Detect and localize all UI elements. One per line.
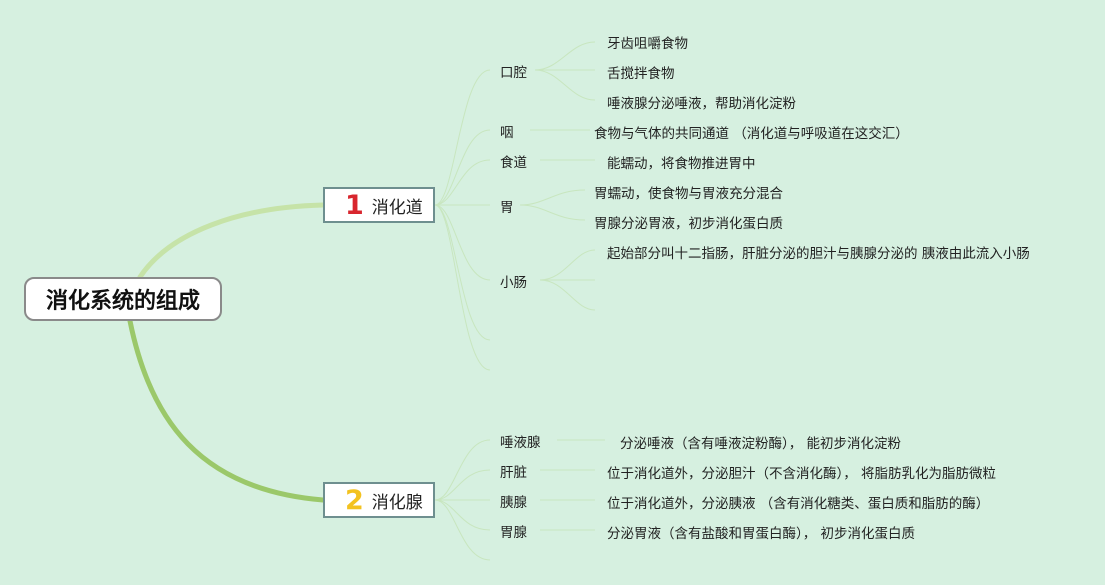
- detail-wei-2[interactable]: 胃腺分泌胃液，初步消化蛋白质: [594, 216, 783, 232]
- connector-b1-empty2: [434, 204, 491, 371]
- branch-label: 消化腺: [371, 492, 423, 513]
- branch-number-badge: 1: [345, 189, 364, 221]
- detail-tuoyexian-1[interactable]: 分泌唾液（含有唾液淀粉酶）， 能初步消化淀粉: [620, 436, 902, 452]
- detail-kouqiang-2[interactable]: 舌搅拌食物: [607, 66, 675, 82]
- connector-b2-weixian: [434, 499, 491, 531]
- connector-kouqiang-3: [534, 69, 596, 101]
- detail-ganzang-1[interactable]: 位于消化道外，分泌胆汁（不含消化酶）， 将脂肪乳化为脂肪微粒: [607, 466, 997, 482]
- detail-kouqiang-1[interactable]: 牙齿咀嚼食物: [607, 36, 688, 52]
- organ-kouqiang[interactable]: 口腔: [500, 65, 527, 81]
- detail-kouqiang-3[interactable]: 唾液腺分泌唾液，帮助消化淀粉: [607, 96, 796, 112]
- organ-weixian[interactable]: 胃腺: [500, 525, 527, 541]
- connector-b1-empty1: [434, 204, 491, 341]
- connector-b1-shidao: [434, 159, 491, 206]
- detail-xiaochang-1[interactable]: 起始部分叫十二指肠，肝脏分泌的胆汁与胰腺分泌的 胰液由此流入小肠: [607, 246, 1030, 262]
- root-title: 消化系统的组成: [45, 289, 200, 314]
- branch-label: 消化道: [371, 197, 423, 218]
- connector-b2-tuoyexian: [434, 439, 491, 501]
- organ-yan[interactable]: 咽: [500, 125, 514, 141]
- branch-digestive-glands[interactable]: 2 消化腺: [323, 482, 435, 518]
- connector-b1-yan: [434, 129, 491, 206]
- connector-b2-ganzang: [434, 469, 491, 501]
- detail-weixian-1[interactable]: 分泌胃液（含有盐酸和胃蛋白酶）， 初步消化蛋白质: [607, 526, 916, 542]
- connector-xiaochang-1: [539, 249, 596, 281]
- organ-shidao[interactable]: 食道: [500, 155, 527, 171]
- organ-tuoyexian[interactable]: 唾液腺: [500, 435, 541, 451]
- branch-digestive-tract[interactable]: 1 消化道: [323, 187, 435, 223]
- connector-kouqiang-1: [534, 41, 596, 71]
- organ-ganzang[interactable]: 肝脏: [500, 465, 527, 481]
- branch-number-badge: 2: [345, 484, 364, 516]
- detail-shidao-1[interactable]: 能蠕动，将食物推进胃中: [607, 156, 756, 172]
- root-node[interactable]: 消化系统的组成: [24, 277, 222, 321]
- organ-yixian[interactable]: 胰腺: [500, 495, 527, 511]
- connector-root-branch2: [127, 318, 326, 503]
- connector-b1-kouqiang: [434, 69, 491, 206]
- organ-wei[interactable]: 胃: [500, 200, 514, 216]
- connector-b2-empty: [434, 499, 491, 561]
- connector-wei-1: [519, 189, 586, 206]
- connector-xiaochang-3: [539, 279, 596, 311]
- detail-yixian-1[interactable]: 位于消化道外，分泌胰液 （含有消化糖类、蛋白质和脂肪的酶）: [607, 496, 990, 512]
- connector-wei-2: [519, 204, 586, 221]
- connector-root-branch1: [137, 202, 326, 280]
- organ-xiaochang[interactable]: 小肠: [500, 275, 527, 291]
- detail-yan-1[interactable]: 食物与气体的共同通道 （消化道与呼吸道在这交汇）: [594, 126, 909, 142]
- connector-b1-xiaochang: [434, 204, 491, 281]
- detail-wei-1[interactable]: 胃蠕动，使食物与胃液充分混合: [594, 186, 783, 202]
